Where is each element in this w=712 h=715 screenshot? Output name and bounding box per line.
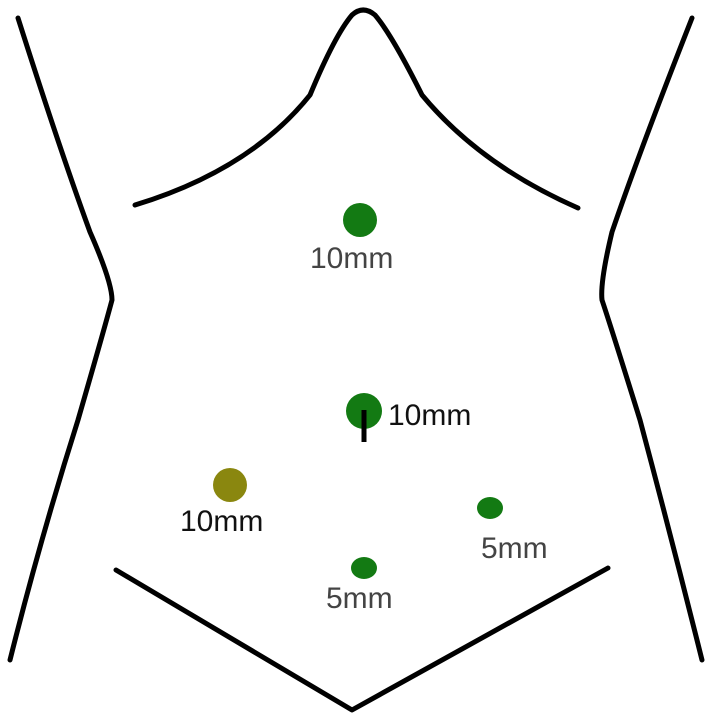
port-label-left-lateral: 10mm	[180, 505, 264, 538]
port-label-upper-midline: 10mm	[310, 242, 394, 275]
port-right-lower	[477, 497, 503, 519]
port-upper-midline	[343, 203, 377, 237]
port-left-lateral	[213, 468, 247, 502]
port-label-umbilical: 10mm	[388, 399, 472, 432]
left-flank-outline	[7, 15, 115, 663]
right-flank-outline	[599, 15, 705, 663]
port-suprapubic	[351, 557, 377, 579]
inguinal-outline	[113, 565, 611, 713]
port-label-right-lower: 5mm	[481, 532, 548, 565]
costal-margin-outline	[132, 7, 581, 211]
port-label-suprapubic: 5mm	[326, 582, 393, 615]
